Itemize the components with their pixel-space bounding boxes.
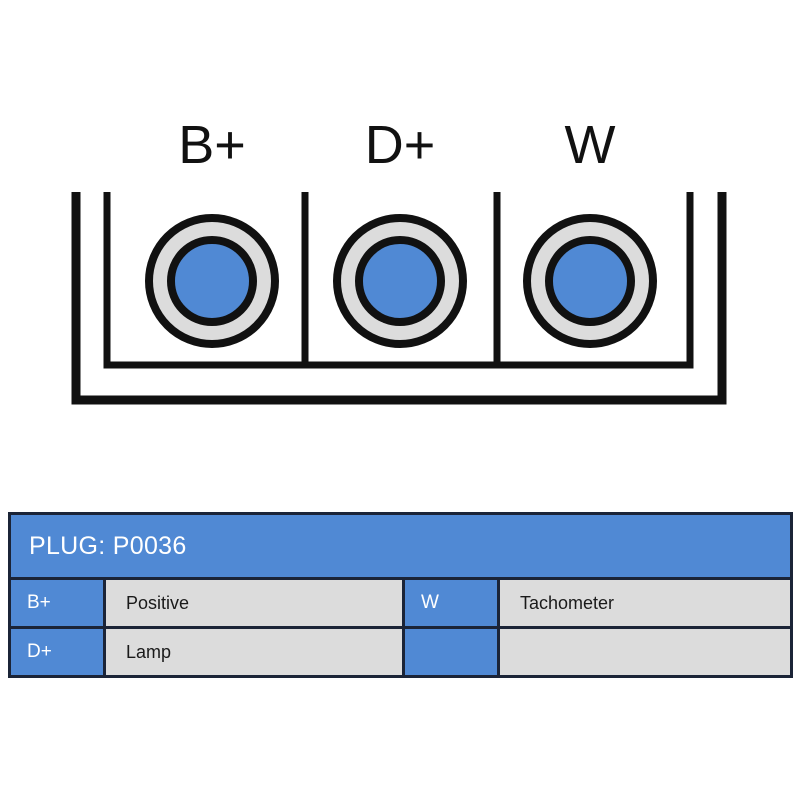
connector-inner-bracket	[103, 192, 694, 369]
terminal-inner-contact	[545, 236, 635, 326]
pinout-table: PLUG: P0036 B+ Positive W Tachometer D+ …	[8, 512, 793, 678]
connector-diagram: B+ D+ W	[71, 115, 727, 405]
pin-key-cell: B+	[11, 580, 103, 626]
table-row: D+ Lamp	[11, 629, 790, 675]
connector-illustration: B+ D+ W	[71, 115, 727, 405]
terminal-inner-contact	[355, 236, 445, 326]
plug-header-label: PLUG: P0036	[11, 515, 790, 577]
terminal-b-plus	[145, 214, 279, 348]
terminal-inner-contact	[167, 236, 257, 326]
pin-label-w: W	[565, 115, 616, 175]
pin-label-d-plus: D+	[365, 115, 436, 175]
pin-key-cell: W	[405, 580, 497, 626]
connector-outer-housing	[71, 192, 727, 405]
pin-key-cell-empty	[405, 629, 497, 675]
pin-value-cell: Positive	[106, 580, 402, 626]
terminal-d-plus	[333, 214, 467, 348]
pin-label-b-plus: B+	[178, 115, 246, 175]
table-header-row: PLUG: P0036	[11, 515, 790, 577]
terminal-w	[523, 214, 657, 348]
pin-key-cell: D+	[11, 629, 103, 675]
pin-value-cell: Lamp	[106, 629, 402, 675]
table-row: B+ Positive W Tachometer	[11, 580, 790, 626]
pin-value-cell: Tachometer	[500, 580, 790, 626]
pin-value-cell-empty	[500, 629, 790, 675]
